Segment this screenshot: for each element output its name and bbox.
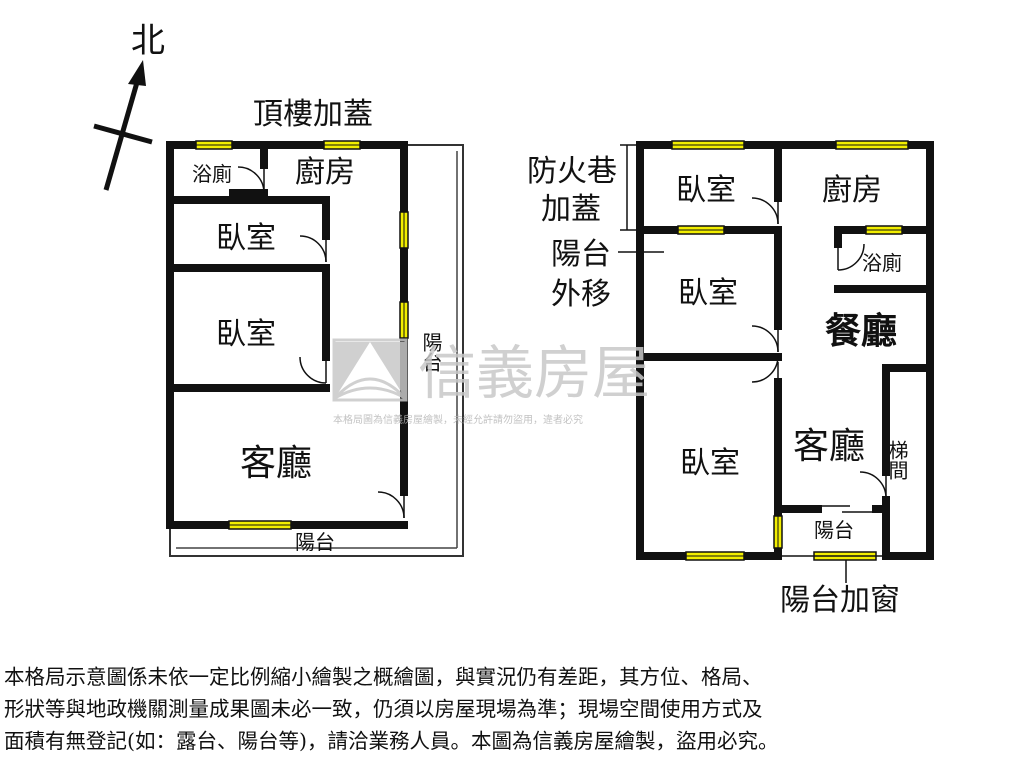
compass-crossbar (93, 123, 153, 145)
fire-lane-note-line1: 防火巷 (527, 154, 617, 189)
room-label-bath: 浴廁 (862, 251, 902, 275)
room-label-bedroom: 臥室 (678, 276, 738, 311)
room-label-kitchen: 廚房 (295, 155, 355, 190)
room-label-bedroom: 臥室 (680, 446, 740, 481)
left-windows (195, 140, 409, 530)
room-label-balcony-side: 陽台 (419, 332, 443, 372)
right-plan: 防火巷 加蓋 陽台 外移 陽台加窗 臥室 廚房 臥室 浴廁 餐廳 臥室 客廳 梯… (527, 140, 934, 618)
balcony-moved-note-line1: 陽台 (551, 237, 611, 272)
fire-lane-note-line2: 加蓋 (541, 192, 601, 227)
fire-lane-dimension (618, 144, 847, 583)
room-label-bedroom: 臥室 (676, 173, 736, 208)
right-walls (636, 141, 934, 560)
disclaimer-line: 形狀等與地政機關測量成果圖未必一致，仍須以房屋現場為準；現場空間使用方式及 (4, 697, 763, 721)
disclaimer-line: 面積有無登記(如：露台、陽台等)，請洽業務人員。本圖為信義房屋繪製，盜用必究。 (4, 729, 779, 753)
sliding-door (818, 505, 876, 513)
compass: 北 (93, 21, 165, 191)
watermark-brand: 信義房屋 (418, 339, 650, 407)
room-label-balcony: 陽台 (295, 530, 335, 554)
disclaimer-line: 本格局示意圖係未依一定比例縮小繪製之概繪圖，與實況仍有差距，其方位、格局、 (4, 665, 763, 689)
compass-arrowhead (128, 60, 146, 86)
room-label-living: 客廳 (793, 426, 865, 467)
room-label-kitchen: 廚房 (822, 173, 882, 208)
left-plan: 頂樓加蓋 (166, 97, 464, 557)
watermark-notice: 本格局圖為信義房屋繪製，未經允許請勿盜用，違者必究 (333, 413, 583, 426)
disclaimer: 本格局示意圖係未依一定比例縮小繪製之概繪圖，與實況仍有差距，其方位、格局、 形狀… (4, 661, 1022, 757)
north-label: 北 (131, 21, 165, 61)
room-label-living: 客廳 (240, 443, 312, 484)
room-label-bedroom: 臥室 (216, 221, 276, 256)
door-swing (299, 356, 327, 384)
room-label-dining: 餐廳 (825, 310, 897, 352)
left-doors (237, 166, 405, 519)
watermark: 信義房屋 本格局圖為信義房屋繪製，未經允許請勿盜用，違者必究 (332, 338, 650, 426)
door-swing (837, 243, 865, 271)
balcony-window-note: 陽台加窗 (780, 583, 900, 618)
right-doors (751, 197, 887, 499)
compass-needle (103, 71, 143, 191)
room-label-stairs: 梯間 (885, 440, 909, 480)
right-windows (671, 140, 909, 561)
rooftop-boundary (169, 144, 464, 557)
room-label-bath: 浴廁 (192, 162, 232, 186)
door-swing (751, 355, 779, 383)
brand-logo-icon (332, 338, 408, 402)
room-label-bedroom: 臥室 (216, 317, 276, 352)
room-label-balcony: 陽台 (814, 518, 854, 542)
balcony-moved-note-line2: 外移 (551, 277, 611, 312)
left-plan-title: 頂樓加蓋 (253, 97, 373, 132)
floor-plan-drawing: 北 頂樓加蓋 (93, 21, 934, 618)
